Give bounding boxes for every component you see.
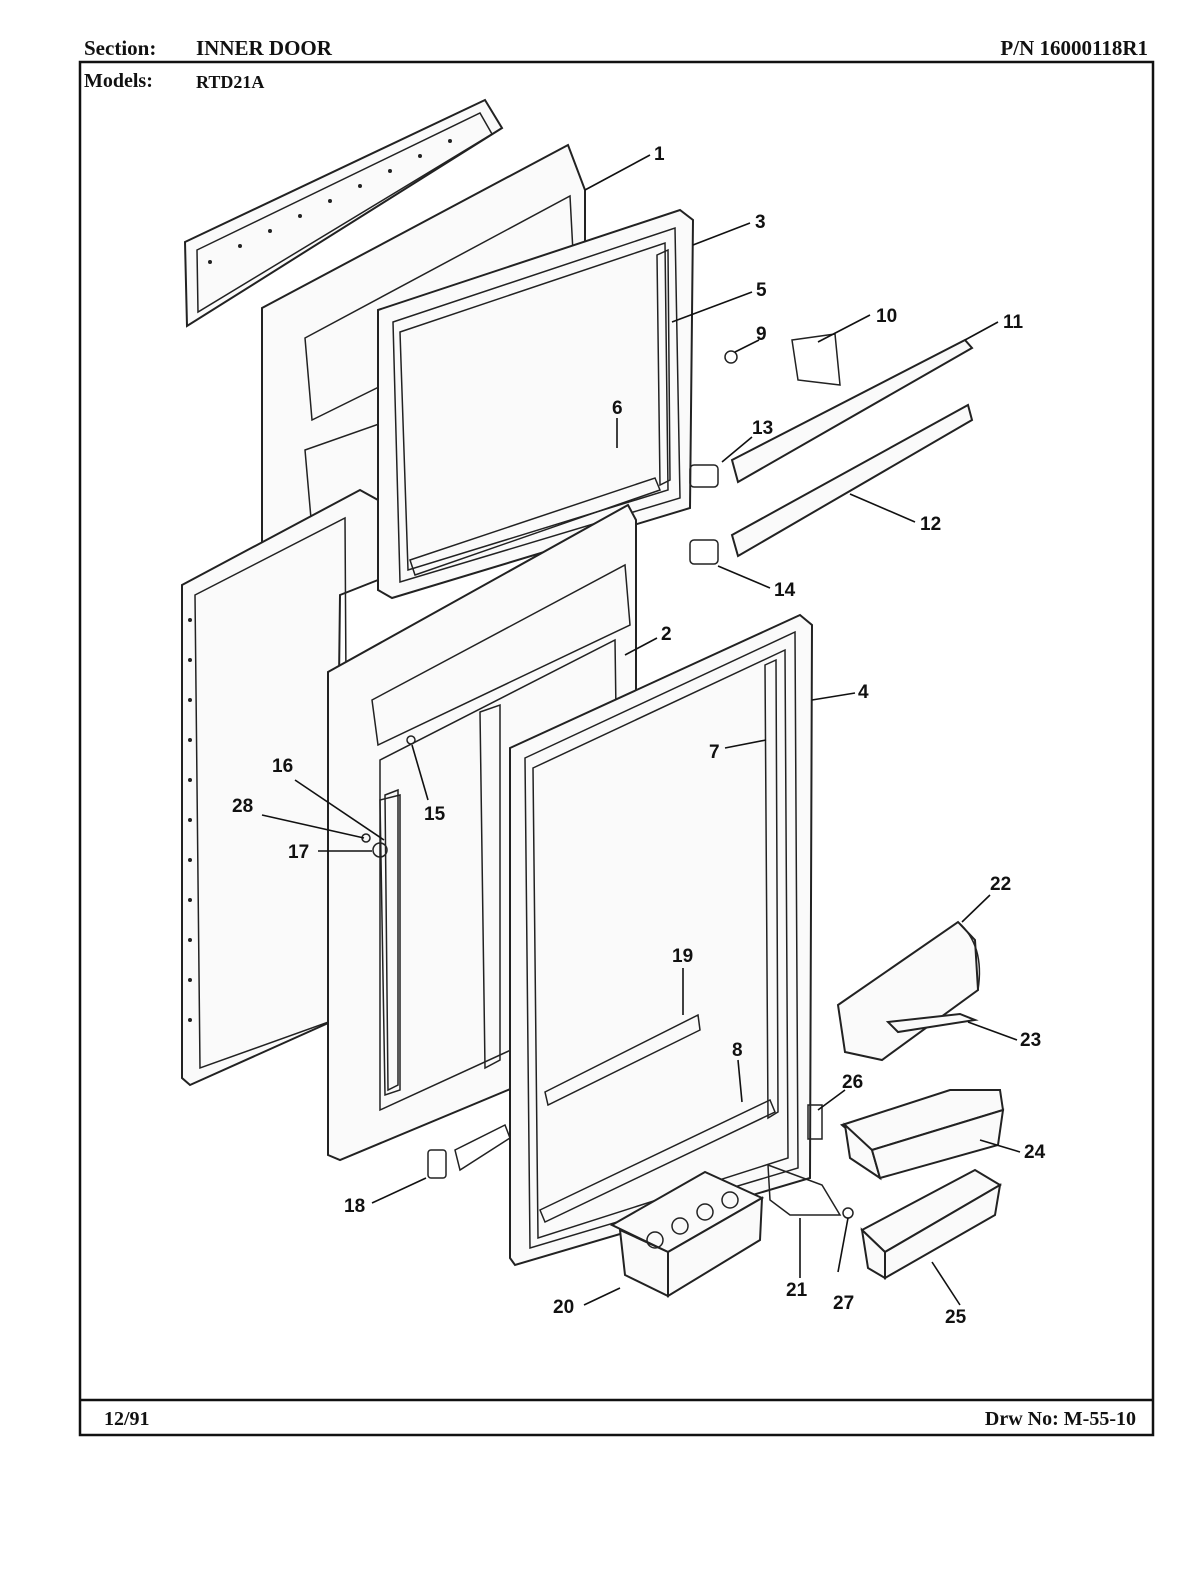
callout-24: 24 <box>1024 1142 1046 1163</box>
door-bin-25 <box>860 1168 1002 1280</box>
screw-9 <box>724 350 738 364</box>
dairy-door-22 <box>836 920 981 1062</box>
section-label: Section: <box>84 36 157 60</box>
models-value: RTD21A <box>196 72 265 92</box>
screw-27 <box>842 1207 854 1219</box>
breaker-strip-7 <box>764 658 779 1120</box>
callout-9: 9 <box>756 324 767 345</box>
shelf-support-16 <box>384 788 399 1092</box>
callout-10: 10 <box>876 306 897 327</box>
drawing-border <box>78 60 1155 1437</box>
breaker-strip-5 <box>656 248 671 487</box>
part-number: P/N 16000118R1 <box>1000 36 1148 60</box>
freezer-outer-door-panel <box>183 98 504 328</box>
breaker-strip-6 <box>409 477 661 576</box>
screw-17 <box>372 842 388 858</box>
callout-1: 1 <box>654 144 665 165</box>
callout-13: 13 <box>752 418 773 439</box>
callout-20: 20 <box>553 1297 574 1318</box>
callout-21: 21 <box>786 1280 808 1301</box>
callout-17: 17 <box>288 842 309 863</box>
callout-23: 23 <box>1020 1030 1041 1051</box>
callout-19: 19 <box>672 946 693 967</box>
clip-26 <box>807 1104 823 1140</box>
models-label: Models: <box>84 70 153 92</box>
callout-11: 11 <box>1003 312 1024 333</box>
end-cap-14 <box>689 539 719 565</box>
drawing-number: Drw No: M-55-10 <box>984 1408 1136 1430</box>
callout-25: 25 <box>945 1307 967 1328</box>
callout-16: 16 <box>272 756 293 777</box>
callout-8: 8 <box>732 1040 743 1061</box>
rail-piece-18 <box>454 1123 511 1172</box>
callout-5: 5 <box>756 280 767 301</box>
callout-7: 7 <box>709 742 720 763</box>
callout-18: 18 <box>344 1196 365 1217</box>
footer-date: 12/91 <box>104 1408 150 1430</box>
rail-19 <box>544 1013 701 1107</box>
fresh-food-gasket <box>509 613 814 1267</box>
shelf-end-21 <box>767 1163 842 1216</box>
freezer-gasket <box>377 208 695 600</box>
callout-14: 14 <box>774 580 796 601</box>
section-value: INNER DOOR <box>196 36 332 60</box>
end-cap-18 <box>427 1149 447 1179</box>
tray-23 <box>885 1012 979 1034</box>
callout-28: 28 <box>232 796 253 817</box>
callout-15: 15 <box>424 804 446 825</box>
callout-12: 12 <box>920 514 941 535</box>
bracket-10 <box>791 333 841 386</box>
callout-6: 6 <box>612 398 623 419</box>
leader-lines <box>261 154 1021 1306</box>
callout-27: 27 <box>833 1293 854 1314</box>
end-cap-13 <box>689 464 719 488</box>
door-shelf-rail-11 <box>730 338 974 484</box>
door-shelf-rail-12 <box>730 403 974 558</box>
door-bin-24 <box>839 1089 1005 1181</box>
callout-26: 26 <box>842 1072 863 1093</box>
breaker-strip-8 <box>539 1098 776 1224</box>
callout-2: 2 <box>661 624 672 645</box>
callout-4: 4 <box>858 682 869 703</box>
callout-22: 22 <box>990 874 1011 895</box>
callout-3: 3 <box>755 212 766 233</box>
screw-15 <box>406 735 416 745</box>
egg-bin-20 <box>609 1170 765 1298</box>
